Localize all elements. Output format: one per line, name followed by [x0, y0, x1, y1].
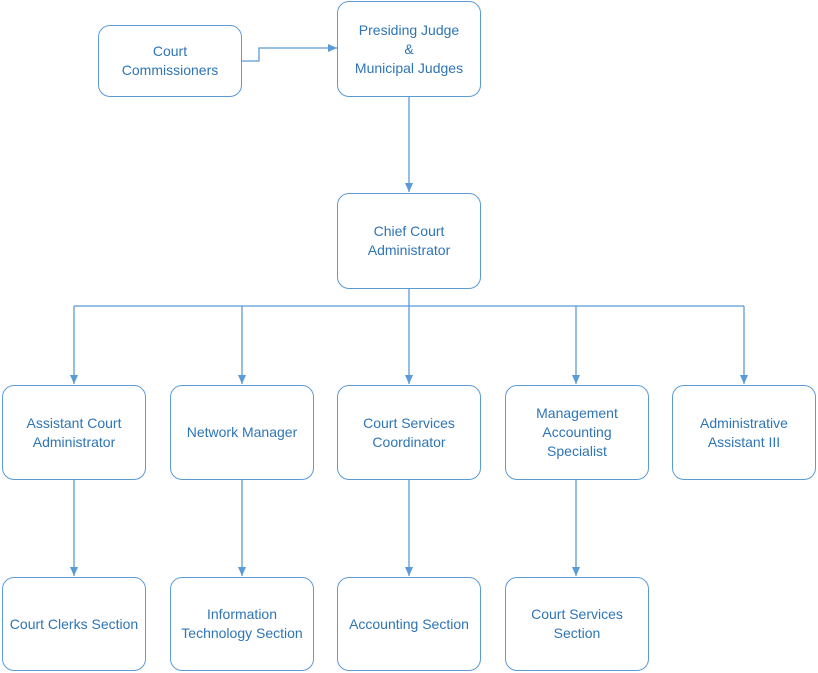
label-line: Municipal Judges — [354, 59, 464, 76]
court-clerks-section-box: Court Clerks Section — [2, 577, 146, 671]
label-line: Section — [553, 625, 601, 641]
connector-commissioners-to-judges — [242, 44, 337, 62]
label-line: Accounting — [542, 424, 612, 440]
court-clerks-section-label: Court Clerks Section — [10, 615, 138, 634]
presiding-judge-label: Presiding Judge & Municipal Judges — [355, 21, 463, 78]
label-line: Technology Section — [181, 625, 303, 641]
label-line: Court Services — [363, 414, 455, 431]
network-manager-box: Network Manager — [170, 385, 314, 480]
label-line: & — [404, 40, 414, 57]
label-line: Accounting Section — [349, 615, 469, 632]
network-manager-label: Network Manager — [187, 423, 298, 442]
presiding-judge-box: Presiding Judge & Municipal Judges — [337, 1, 481, 97]
label-line: Court Clerks Section — [9, 615, 139, 632]
label-line: Management — [536, 405, 618, 421]
accounting-section-label: Accounting Section — [349, 615, 469, 634]
label-line: Chief Court — [373, 223, 445, 239]
label-line: Commissioners — [121, 62, 219, 78]
label-line: Court — [152, 43, 188, 59]
label-line: Assistant III — [707, 433, 781, 450]
label-line: Administrator — [32, 433, 116, 450]
label-line: Administrator — [367, 242, 451, 258]
accounting-section-box: Accounting Section — [337, 577, 481, 671]
label-line: Specialist — [547, 443, 607, 459]
label-line: Information — [206, 606, 278, 622]
label-line: Administrative — [700, 414, 788, 431]
label-line: Network Manager — [186, 424, 298, 440]
label-line: Presiding Judge — [358, 21, 460, 38]
label-line: Assistant Court — [26, 414, 122, 431]
label-line: Court Services — [531, 606, 623, 622]
label-line: Coordinator — [372, 433, 446, 450]
